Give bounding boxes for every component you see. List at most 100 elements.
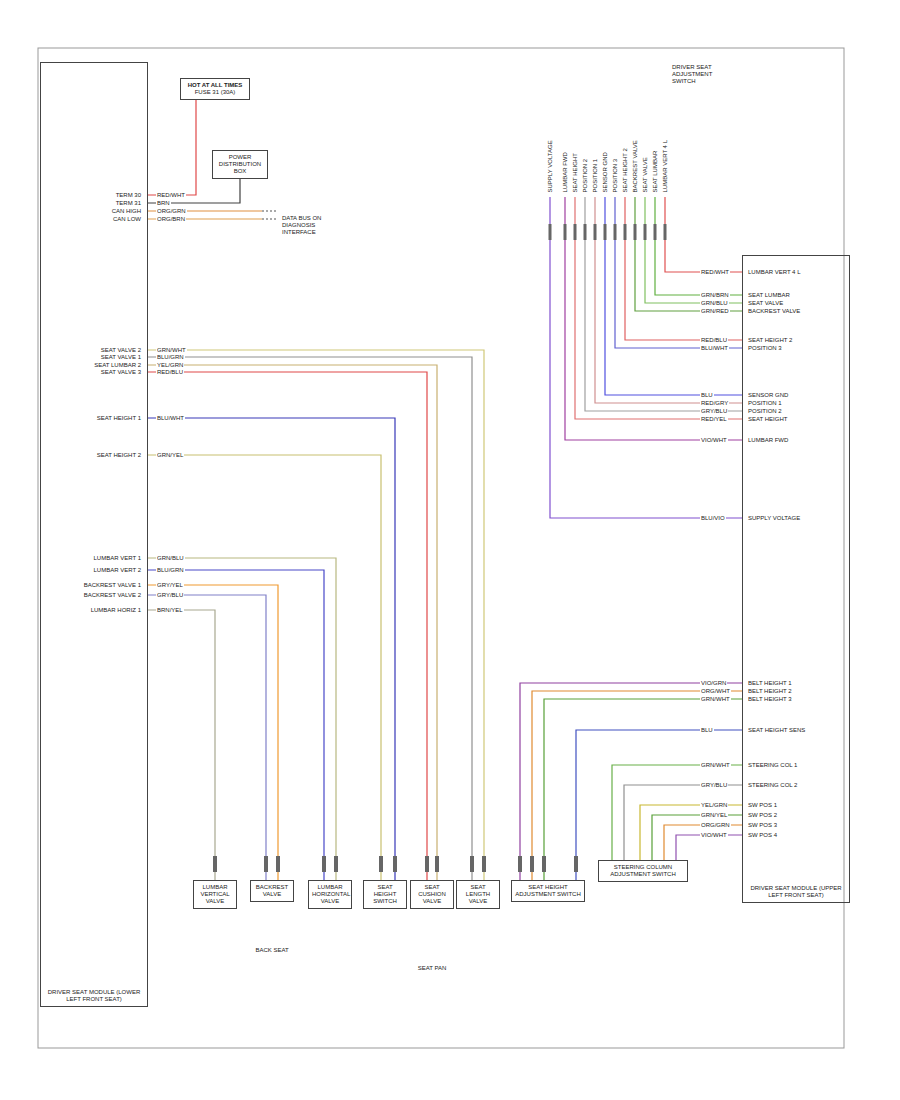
wire-connector: [148, 610, 215, 880]
wire-color: YEL/GRN: [156, 362, 184, 369]
pin-name: SEAT VALVE: [748, 300, 783, 307]
valve-box: SEAT LENGTH VALVE: [456, 880, 500, 909]
wire-connector: [148, 418, 395, 880]
pin-name: SW POS 1: [748, 802, 777, 809]
wire-connector: [612, 765, 742, 860]
pin-name: SUPPLY VOLTAGE: [748, 515, 800, 522]
valve-box: SEAT CUSHION VALVE: [410, 880, 454, 909]
wire-connector: [148, 570, 324, 880]
wire-color: VIO/WHT: [700, 832, 728, 839]
pin-name: POSITION 1: [748, 400, 782, 407]
wire-connector: [544, 699, 742, 880]
node-title: BACKREST VALVE: [254, 884, 290, 898]
wire-color: BRN/YEL: [156, 607, 184, 614]
signal-name: LUMBAR VERT 4 L: [662, 92, 669, 192]
node-title: POWER DISTRIBUTION BOX: [216, 154, 264, 175]
node-title: HOT AT ALL TIMES: [184, 82, 246, 89]
wire-color: ORG/GRN: [700, 822, 731, 829]
pin-name: SEAT HEIGHT 2: [748, 337, 792, 344]
node-title: SEAT HEIGHT SWITCH: [367, 884, 403, 905]
power-distribution-box: POWER DISTRIBUTION BOX: [212, 150, 268, 179]
signal-name: SEAT HEIGHT: [572, 92, 579, 192]
wire-color: GRY/YEL: [156, 582, 184, 589]
wire-color: RED/WHT: [700, 269, 730, 276]
wire-color: ORG/WHT: [700, 688, 731, 695]
wire-color: GRN/BRN: [700, 292, 730, 299]
wire-color: VIO/WHT: [700, 437, 728, 444]
pin-name: SEAT LUMBAR: [748, 292, 790, 299]
wire-color: GRY/BLU: [700, 408, 728, 415]
wires: [148, 197, 742, 518]
pin-name: STEERING COL 1: [748, 762, 797, 769]
signal-name: POSITION 1: [592, 92, 599, 192]
signal-name: POSITION 2: [582, 92, 589, 192]
wire-connector: [676, 835, 742, 860]
wire-color: BLU/GRN: [156, 354, 185, 361]
wire-color: GRN/WHT: [156, 347, 187, 354]
wire-color: BRN: [156, 200, 171, 207]
wire-color: YEL/GRN: [700, 802, 728, 809]
pin-name: SEAT VALVE 3: [101, 369, 141, 376]
pin-name: LUMBAR VERT 2: [94, 567, 141, 574]
signal-name: BACKREST VALVE: [632, 92, 639, 192]
connector-blocks: [213, 224, 667, 872]
signal-name: SUPPLY VOLTAGE: [547, 92, 554, 192]
pin-name: SEAT LUMBAR 2: [94, 362, 141, 369]
wire-connector: [664, 825, 742, 860]
switch-box: SEAT HEIGHT ADJUSTMENT SWITCH: [511, 880, 585, 902]
wire-color: GRN/YEL: [156, 452, 184, 459]
wire-connector: [148, 595, 266, 880]
pin-name: BELT HEIGHT 2: [748, 688, 792, 695]
signal-name: POSITION 3: [612, 92, 619, 192]
wire-connector: [640, 805, 742, 860]
wire-connector: [520, 683, 742, 880]
pin-name: POSITION 3: [748, 345, 782, 352]
wire-connector: [148, 100, 196, 195]
pin-name: SEAT VALVE 1: [101, 354, 141, 361]
wire-color: GRN/YEL: [700, 812, 728, 819]
node-title: SEAT HEIGHT ADJUSTMENT SWITCH: [515, 884, 581, 898]
wire-color: GRN/WHT: [700, 696, 731, 703]
signal-name: SEAT LUMBAR: [652, 92, 659, 192]
wire-color: GRY/BLU: [156, 592, 184, 599]
pin-name: SW POS 3: [748, 822, 777, 829]
signal-name: SEAT HEIGHT 2: [622, 92, 629, 192]
frame: [38, 48, 844, 1048]
wire-connector: [148, 455, 381, 880]
pin-name: BELT HEIGHT 1: [748, 680, 792, 687]
wire-connector: [148, 365, 437, 880]
group-label: SEAT PAN: [392, 965, 472, 972]
pin-name: BELT HEIGHT 3: [748, 696, 792, 703]
pin-name: STEERING COL 2: [748, 782, 797, 789]
wire-connector: [148, 372, 427, 880]
pin-name: SENSOR GND: [748, 392, 788, 399]
node-title: DRIVER SEAT MODULE (UPPER LEFT FRONT SEA…: [746, 885, 846, 899]
wire-connector: [624, 785, 742, 860]
node-title: SEAT LENGTH VALVE: [460, 884, 496, 905]
wire-color: BLU: [700, 727, 714, 734]
wire-connector: [148, 350, 484, 880]
pin-name: SW POS 4: [748, 832, 777, 839]
wire-connector: [576, 730, 742, 880]
wire-color: RED/WHT: [156, 192, 186, 199]
switch-assembly: STEERING COLUMN ADJUSTMENT SWITCH: [598, 860, 688, 882]
node-title: DRIVER SEAT MODULE (LOWER LEFT FRONT SEA…: [44, 989, 144, 1003]
pin-name: CAN LOW: [113, 216, 141, 223]
wire-color: GRN/BLU: [156, 555, 185, 562]
wire-color: BLU/GRN: [156, 567, 185, 574]
pin-name: SEAT HEIGHT: [748, 416, 787, 423]
wire-color: BLU/WHT: [700, 345, 729, 352]
wire-connector: [148, 357, 472, 880]
pin-name: SW POS 2: [748, 812, 777, 819]
pin-name: BACKREST VALVE 2: [84, 592, 141, 599]
wire-color: RED/GRY: [700, 400, 729, 407]
node-note: FUSE 31 (30A): [184, 89, 246, 96]
pin-name: SEAT HEIGHT 2: [97, 452, 141, 459]
wire-color: GRY/BLU: [700, 782, 728, 789]
signal-name: LUMBAR FWD: [562, 92, 569, 192]
signal-name: SEAT VALVE: [642, 92, 649, 192]
wire-color: BLU: [700, 392, 714, 399]
note: DATA BUS ON DIAGNOSIS INTERFACE: [282, 215, 344, 236]
